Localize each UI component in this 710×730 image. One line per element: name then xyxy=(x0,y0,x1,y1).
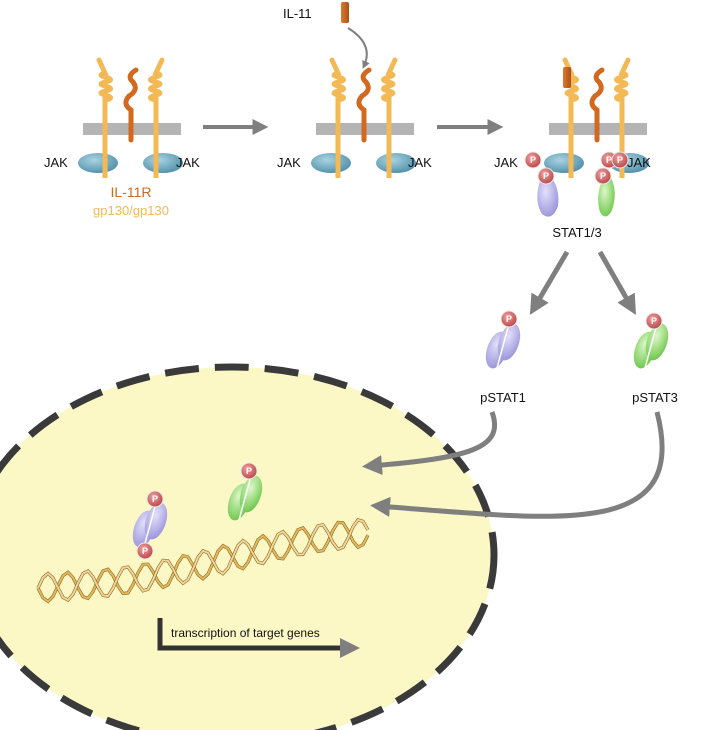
jak-label: JAK xyxy=(408,155,432,170)
receptor-complex-approaching xyxy=(311,57,416,178)
phospho-site xyxy=(611,151,629,169)
arrow-to-pstat1 xyxy=(529,250,570,315)
ligand-binding-arrow xyxy=(347,27,370,69)
gp130-domain xyxy=(148,57,165,103)
il11r-alpha-chain xyxy=(589,67,605,143)
il11-label: IL-11 xyxy=(283,6,312,21)
pstat3-label: pSTAT3 xyxy=(632,390,678,405)
pstat1-dimer: P xyxy=(485,310,521,369)
phospho-label: P xyxy=(600,171,606,181)
il11r-alpha-chain xyxy=(356,67,372,143)
arrow-to-pstat3 xyxy=(597,250,636,315)
jak-kinase xyxy=(544,153,584,173)
gp130-domain xyxy=(614,57,631,103)
phospho-label: P xyxy=(606,155,612,165)
phospho-site xyxy=(524,151,542,169)
pstat1-dimer-nuclear: PP xyxy=(132,490,168,560)
jak-kinase xyxy=(376,153,416,173)
phospho-label: P xyxy=(543,171,549,181)
jak-kinase xyxy=(143,153,183,173)
jak-label: JAK xyxy=(494,155,518,170)
jak-label: JAK xyxy=(627,155,651,170)
dimer-interface xyxy=(143,502,157,548)
dimer-interface xyxy=(238,475,252,521)
phospho-site xyxy=(645,312,663,330)
phospho-label: P xyxy=(651,316,657,326)
pstat3-dimer: P xyxy=(633,312,669,369)
receptor-complex-unbound xyxy=(78,57,183,178)
phospho-label: P xyxy=(617,155,623,165)
stat-monomer xyxy=(497,323,521,361)
il11-ligand xyxy=(341,2,349,23)
il11r-alpha-chain xyxy=(123,67,139,143)
phospho-site xyxy=(594,167,612,185)
il11-ligand-bound xyxy=(563,67,571,88)
il11r-label: IL-11R xyxy=(111,184,152,200)
pstat3-dimer-nuclear: P xyxy=(227,462,263,521)
stat3-monomer xyxy=(598,178,615,217)
nucleus xyxy=(0,363,498,730)
phospho-label: P xyxy=(530,155,536,165)
pstat1-import-arrow xyxy=(362,411,498,476)
pstat3-import-arrow xyxy=(370,411,665,519)
phospho-site xyxy=(146,490,164,508)
phospho-site xyxy=(240,462,258,480)
phospho-label: P xyxy=(246,466,252,476)
transcription-label: transcription of target genes xyxy=(171,626,320,640)
stat1-monomer xyxy=(537,178,559,217)
dna-helix xyxy=(36,518,370,604)
phospho-label: P xyxy=(142,546,148,556)
dna-strand xyxy=(37,518,369,602)
dna-strand xyxy=(37,521,369,603)
jak-label: JAK xyxy=(277,155,301,170)
jak-label: JAK xyxy=(44,155,68,170)
gp130-domain xyxy=(381,57,398,103)
stat13-label: STAT1/3 xyxy=(552,225,601,240)
pstat1-label: pSTAT1 xyxy=(480,390,526,405)
jak-kinase xyxy=(78,153,118,173)
phospho-site xyxy=(537,167,555,185)
jak-label: JAK xyxy=(176,155,200,170)
dimer-interface xyxy=(644,323,658,369)
stat-monomer xyxy=(645,323,669,361)
dimer-interface xyxy=(496,323,510,369)
gp130-label: gp130/gp130 xyxy=(93,203,169,218)
transcription-arrow xyxy=(157,618,360,658)
phospho-site xyxy=(500,310,518,328)
stat-monomer xyxy=(239,475,263,513)
gp130-domain xyxy=(96,57,113,103)
stat-monomer xyxy=(144,502,168,540)
phospho-label: P xyxy=(506,314,512,324)
jak-kinase xyxy=(311,153,351,173)
phospho-site xyxy=(136,542,154,560)
phospho-label: P xyxy=(152,494,158,504)
gp130-domain xyxy=(329,57,346,103)
